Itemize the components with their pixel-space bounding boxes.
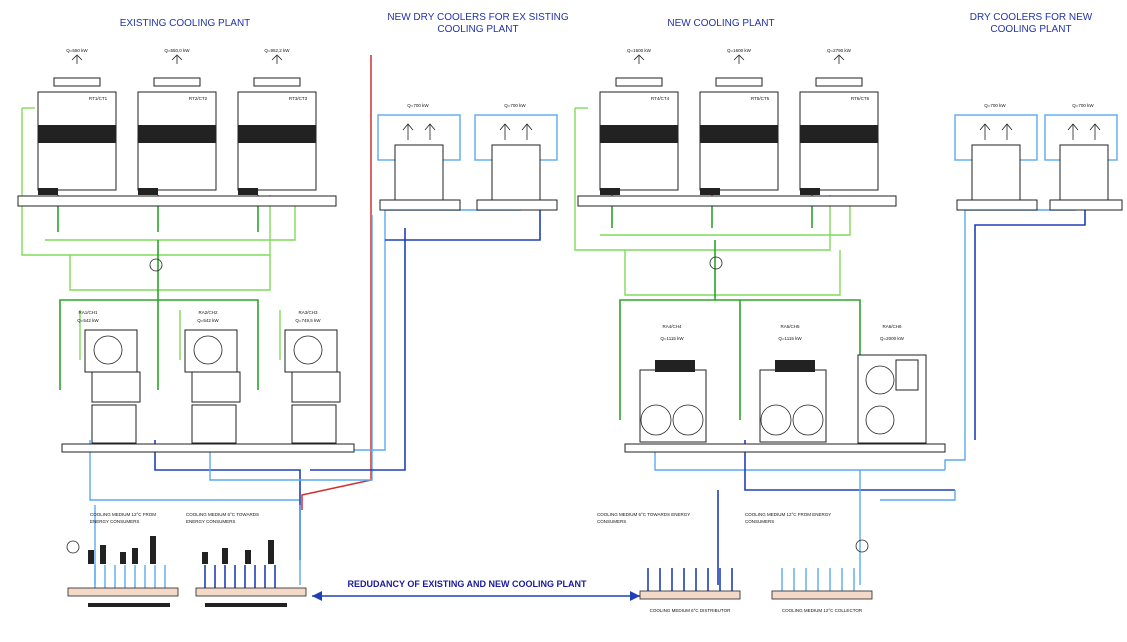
title-dry-coolers-new-2: COOLING PLANT — [990, 24, 1071, 35]
cooling-tower-2-id: RT2/CT2 — [189, 96, 208, 101]
dry-cooler-3-capacity: Q=700 kW — [984, 103, 1006, 108]
cooling-tower-6-id: RT6/CT6 — [851, 96, 870, 101]
pump-chilled-existing — [66, 540, 80, 554]
cooling-tower-5-id: RT5/CT5 — [751, 96, 770, 101]
pump-chilled-new — [855, 539, 869, 553]
chiller-6: RA6/CH6 Q=2000 kW — [857, 324, 927, 444]
separator-line — [301, 55, 372, 510]
cooling-tower-4-id: RT4/CT4 — [651, 96, 670, 101]
chiller-4: RA4/CH4 Q=1115 kW — [639, 324, 707, 443]
manifold-return-existing — [67, 536, 179, 607]
chiller-6-id: RA6/CH6 — [882, 324, 902, 329]
manifold-collector: COOLING MEDIUM 12°C COLLECTOR — [771, 568, 873, 613]
chiller-3-id: RA3/CH3 — [298, 310, 318, 315]
dry-cooler-3: Q=700 kW — [954, 103, 1038, 211]
dry-cooler-2: Q=700 kW — [474, 103, 558, 211]
cooling-tower-2: Q=550,0 kW RT2/CT2 — [137, 48, 217, 195]
tower-base-new — [577, 195, 897, 207]
chiller-4-id: RA4/CH4 — [662, 324, 682, 329]
label-distributor: COOLING MEDIUM 6°C DISTRIBUTOR — [650, 608, 731, 613]
chilled-loop-new — [654, 200, 1086, 585]
cooling-tower-1: Q=550 kW RT1/CT1 — [37, 48, 117, 195]
title-new-dry-coolers-existing-2: COOLING PLANT — [437, 24, 518, 35]
chiller-1-capacity: Q=542 kW — [77, 318, 99, 323]
chiller-2: RA2/CH2 Q=542 kW — [184, 310, 241, 444]
label-right-supply-2: CONSUMERS — [597, 519, 626, 524]
label-left-supply-1: COOLING MEDIUM 6°C TOWARDS — [186, 512, 259, 517]
redundancy-label: REDUDANCY OF EXISTING AND NEW COOLING PL… — [347, 579, 587, 589]
label-right-supply-1: COOLING MEDIUM 6°C TOWARDS ENERGY — [597, 512, 690, 517]
dry-cooler-1: Q=700 kW — [377, 103, 461, 211]
chiller-1: RA1/CH1 Q=542 kW — [77, 310, 141, 444]
cooling-tower-6: Q=2790 kW RT6/CT6 — [799, 48, 879, 195]
label-right-return-1: COOLING MEDIUM 12°C FROM ENERGY — [745, 512, 831, 517]
chiller-3-capacity: Q=749,5 kW — [295, 318, 321, 323]
dry-cooler-2-capacity: Q=700 kW — [504, 103, 526, 108]
label-left-supply-2: ENERGY CONSUMERS — [186, 519, 235, 524]
pump-condenser-new — [709, 256, 723, 270]
cooling-tower-3-capacity: Q=952,2 kW — [264, 48, 290, 53]
chiller-2-id: RA2/CH2 — [198, 310, 218, 315]
pump-condenser-existing — [149, 258, 163, 272]
chiller-6-capacity: Q=2000 kW — [880, 336, 905, 341]
label-right-return-2: CONSUMERS — [745, 519, 774, 524]
label-left-return-1: COOLING MEDIUM 12°C FROM — [90, 512, 156, 517]
cooling-tower-4-capacity: Q=1600 kW — [627, 48, 652, 53]
chiller-4-capacity: Q=1115 kW — [660, 336, 684, 341]
chiller-3: RA3/CH3 Q=749,5 kW — [284, 310, 341, 444]
label-left-return-2: ENERGY CONSUMERS — [90, 519, 139, 524]
dry-cooler-4: Q=700 kW — [1044, 103, 1123, 211]
label-collector: COOLING MEDIUM 12°C COLLECTOR — [782, 608, 863, 613]
chiller-1-id: RA1/CH1 — [78, 310, 98, 315]
chiller-5-id: RA5/CH5 — [780, 324, 800, 329]
title-existing-plant: EXISTING COOLING PLANT — [120, 18, 251, 29]
dry-cooler-4-capacity: Q=700 kW — [1072, 103, 1094, 108]
redundancy-arrow-left — [312, 591, 322, 601]
title-new-dry-coolers-existing-1: NEW DRY COOLERS FOR EX SISTING — [387, 12, 569, 23]
title-new-plant: NEW COOLING PLANT — [667, 18, 774, 29]
cooling-tower-6-capacity: Q=2790 kW — [827, 48, 852, 53]
manifold-distributor: COOLING MEDIUM 6°C DISTRIBUTOR — [639, 568, 741, 613]
manifold-supply-existing — [195, 540, 307, 607]
redundancy-arrow-right — [630, 591, 640, 601]
cooling-tower-3: Q=952,2 kW RT3/CT3 — [237, 48, 317, 195]
title-dry-coolers-new-1: DRY COOLERS FOR NEW — [970, 12, 1093, 23]
chiller-base-new — [624, 443, 946, 453]
cooling-tower-3-id: RT3/CT3 — [289, 96, 308, 101]
cooling-tower-1-capacity: Q=550 kW — [66, 48, 88, 53]
tower-base-existing — [17, 195, 337, 207]
chiller-5-capacity: Q=1115 kW — [778, 336, 802, 341]
chiller-2-capacity: Q=542 kW — [197, 318, 219, 323]
cooling-tower-5-capacity: Q=1600 kW — [727, 48, 752, 53]
chiller-base-existing — [61, 443, 355, 453]
cooling-tower-2-capacity: Q=550,0 kW — [164, 48, 190, 53]
chiller-5: RA5/CH5 Q=1115 kW — [759, 324, 827, 443]
dry-cooler-1-capacity: Q=700 kW — [407, 103, 429, 108]
cooling-tower-5: Q=1600 kW RT5/CT5 — [699, 48, 779, 195]
cooling-tower-1-id: RT1/CT1 — [89, 96, 108, 101]
cooling-tower-4: Q=1600 kW RT4/CT4 — [599, 48, 679, 195]
